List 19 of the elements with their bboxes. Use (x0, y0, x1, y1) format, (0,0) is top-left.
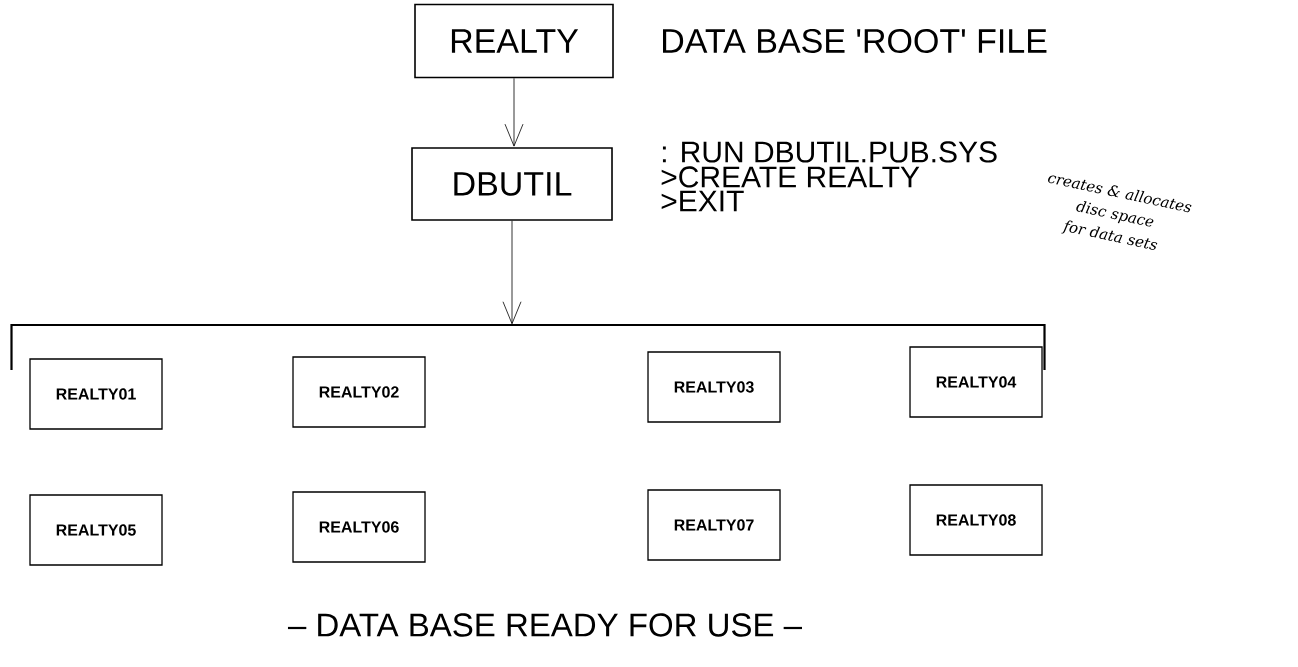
status-text: – DATA BASE READY FOR USE – (287, 613, 802, 637)
process-box: REALTY03 (647, 351, 781, 423)
process-box: REALTY (414, 3, 614, 79)
handwritten-note: creates & allocates disc space for data sets (1048, 175, 1192, 250)
arrow (504, 77, 524, 147)
annotation-text: DATA BASE 'ROOT' FILE (663, 28, 1047, 54)
process-box: REALTY01 (29, 358, 163, 430)
process-box: REALTY05 (29, 494, 163, 566)
process-box: REALTY08 (909, 484, 1043, 556)
bracket (10, 323, 1046, 370)
process-box: REALTY02 (292, 356, 426, 428)
arrow (502, 220, 522, 325)
process-box: REALTY06 (292, 491, 426, 563)
process-box: DBUTIL (411, 147, 613, 221)
process-box: REALTY07 (647, 489, 781, 561)
command-line: >CREATE REALTY (661, 166, 920, 188)
command-line: : RUN DBUTIL.PUB.SYS (662, 141, 997, 163)
command-line: >EXIT (661, 190, 744, 212)
process-box: REALTY04 (909, 346, 1043, 418)
